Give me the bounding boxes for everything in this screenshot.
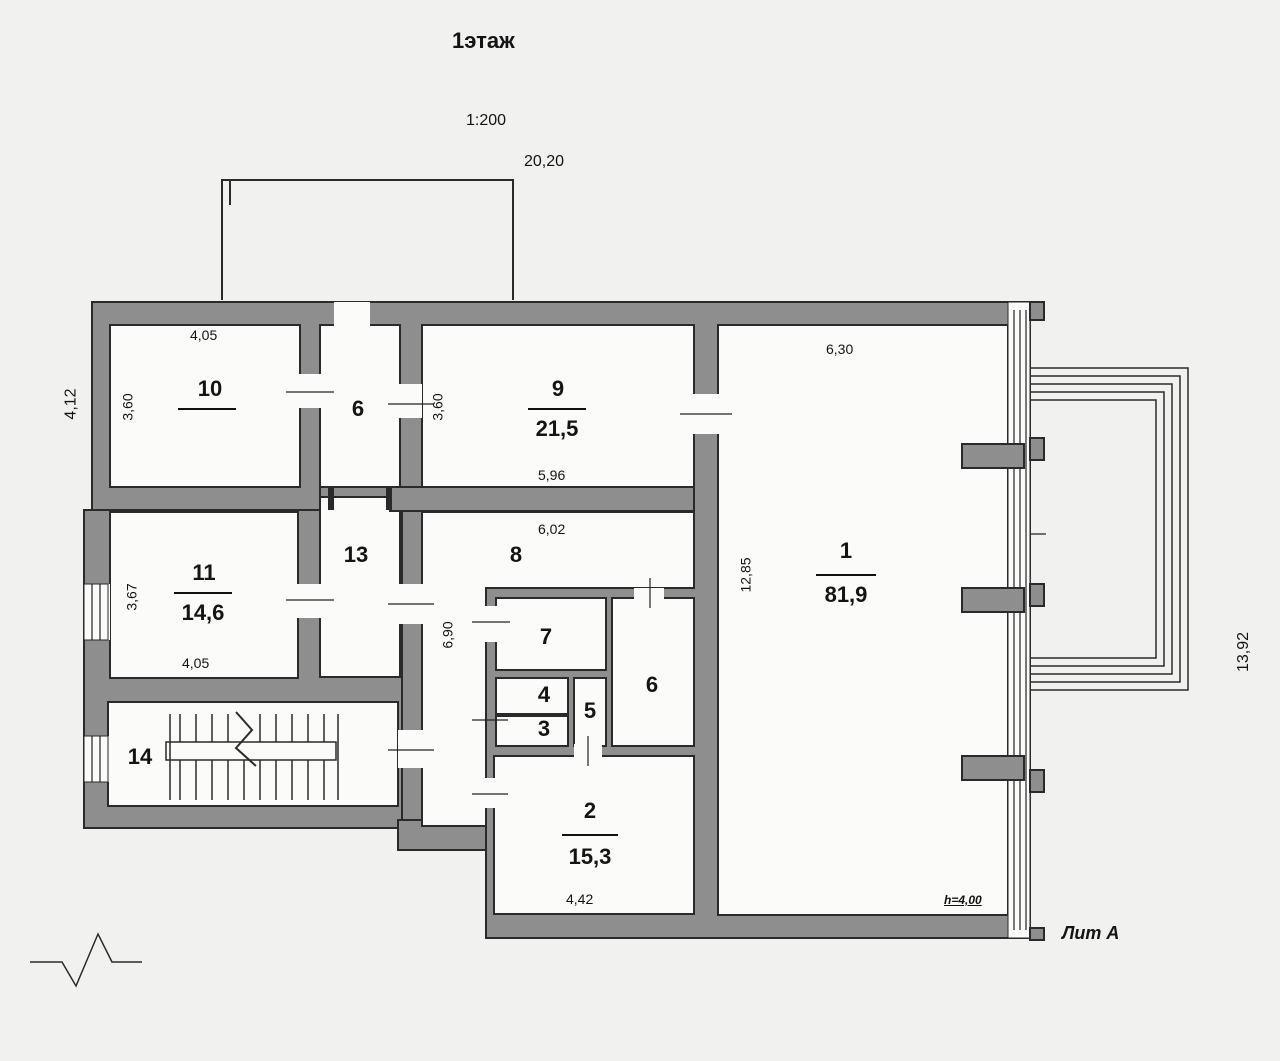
r2-width-dim: 4,42 bbox=[566, 891, 594, 907]
r9-width-dim: 5,96 bbox=[538, 467, 566, 483]
building-letter-label: Лит А bbox=[1062, 923, 1120, 943]
r8-height-dim: 6,90 bbox=[439, 621, 456, 649]
room-9-fraction-line bbox=[528, 408, 586, 410]
room-2-fraction-line bbox=[562, 834, 618, 836]
room-11-area bbox=[109, 324, 301, 488]
r12-width-dim: 4,05 bbox=[182, 655, 210, 671]
room-9-number: 9 bbox=[551, 376, 565, 401]
overall-width-dim: 20,20 bbox=[524, 153, 565, 170]
room-12-number: 11 bbox=[192, 560, 216, 585]
room-10-number: 6 bbox=[351, 396, 365, 421]
r9-height-dim: 3,60 bbox=[429, 393, 446, 421]
room-8-number: 8 bbox=[509, 542, 523, 567]
room-6-area bbox=[611, 597, 695, 747]
room-7-area bbox=[495, 597, 607, 671]
room-12-area: 14,6 bbox=[181, 600, 225, 625]
annex-outline bbox=[221, 179, 514, 300]
floor-title: 1этаж bbox=[452, 28, 515, 53]
room-6-number: 6 bbox=[645, 672, 659, 697]
right-glazing bbox=[961, 301, 1045, 941]
room-1-fraction-line bbox=[816, 574, 876, 576]
room-9-area: 21,5 bbox=[535, 416, 579, 441]
room-2-area: 15,3 bbox=[568, 844, 612, 869]
room-1-number: 1 bbox=[839, 538, 853, 563]
room-1-area: 81,9 bbox=[824, 582, 868, 607]
r12-height-dim: 3,67 bbox=[123, 583, 140, 611]
r11-height-dim: 3,60 bbox=[119, 393, 136, 421]
r1-width-dim: 6,30 bbox=[826, 341, 854, 357]
scale-label: 1:200 bbox=[466, 112, 507, 129]
room-12-fraction-line bbox=[174, 592, 232, 594]
break-line-symbol bbox=[30, 932, 142, 988]
room-3-number: 3 bbox=[537, 716, 551, 741]
room-13-number: 13 bbox=[343, 542, 369, 567]
room-3-area bbox=[495, 715, 569, 747]
room-11-number: 10 bbox=[197, 376, 223, 401]
r8-width-dim: 6,02 bbox=[538, 521, 566, 537]
staircase bbox=[165, 711, 339, 800]
room-14-area bbox=[107, 701, 399, 807]
room-14-number: 14 bbox=[127, 744, 153, 769]
overall-height-dim: 13,92 bbox=[1235, 631, 1253, 673]
room-9-area bbox=[421, 324, 695, 488]
porch-steps bbox=[1030, 367, 1189, 691]
left-height-dim: 4,12 bbox=[62, 388, 80, 420]
room-7-number: 7 bbox=[539, 624, 553, 649]
room-4-area bbox=[495, 677, 569, 715]
room-1-area bbox=[717, 324, 1009, 916]
room-11-fraction-line bbox=[178, 408, 236, 410]
r1-height-dim: 12,85 bbox=[737, 557, 754, 593]
r11-width-dim: 4,05 bbox=[190, 327, 218, 343]
left-windows bbox=[83, 583, 109, 783]
ceiling-height-note: h=4,00 bbox=[944, 893, 982, 907]
room-5-number: 5 bbox=[583, 698, 597, 723]
room-2-number: 2 bbox=[583, 798, 597, 823]
room-4-number: 4 bbox=[537, 682, 551, 707]
corridor-partition-right bbox=[389, 486, 695, 512]
